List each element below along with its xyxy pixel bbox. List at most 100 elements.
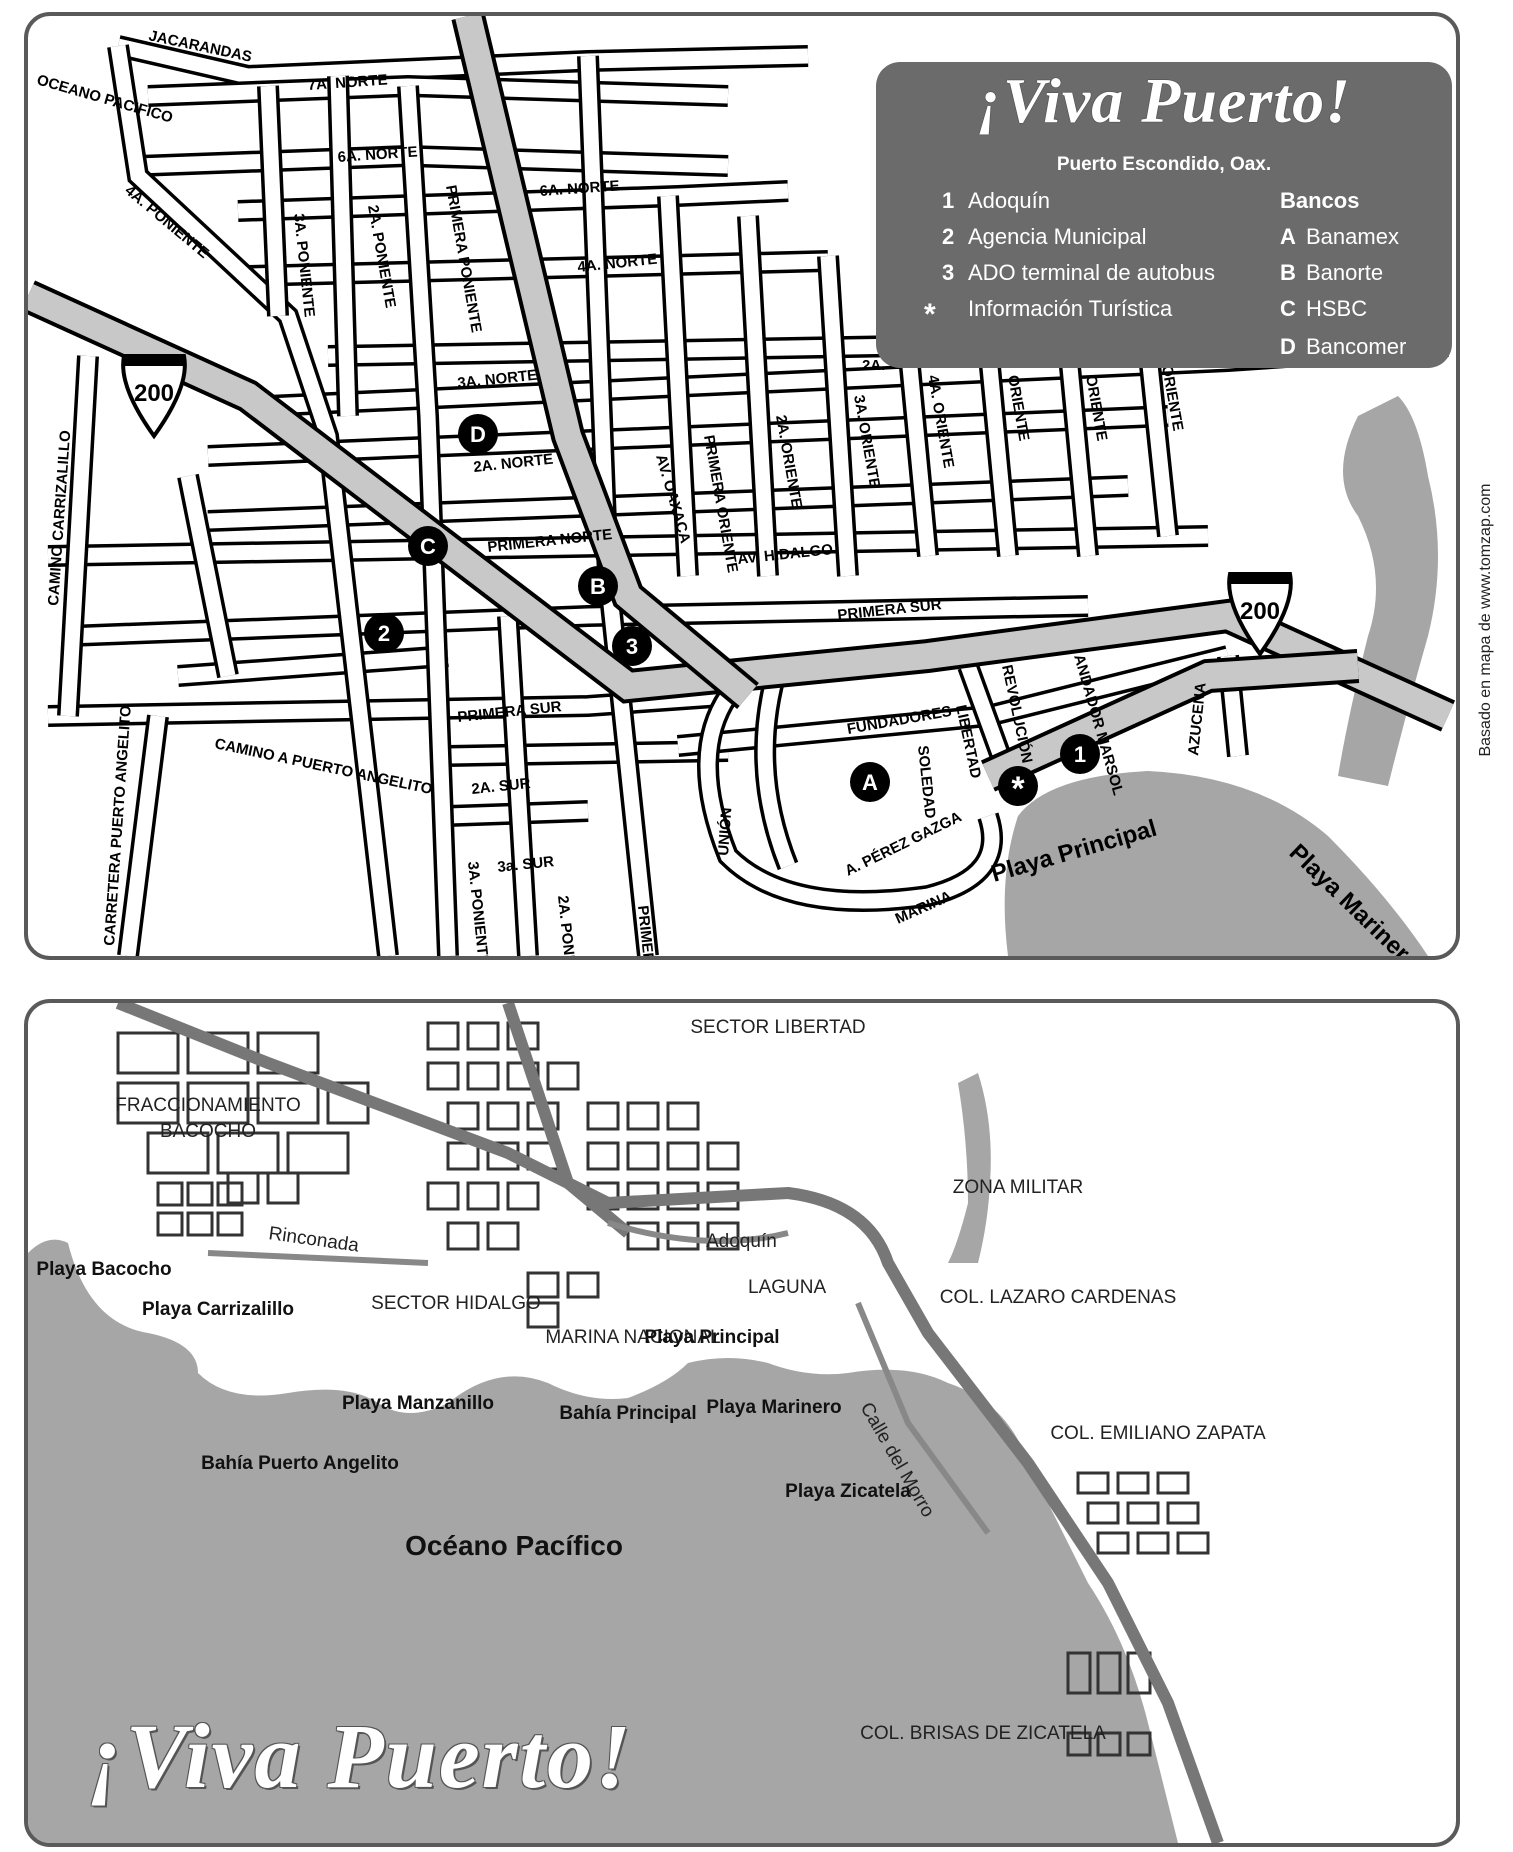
info-asterisk-icon: * <box>1011 770 1025 808</box>
street-label-6a-norte-west: 6A. NORTE <box>337 143 418 166</box>
marker-bank-d[interactable]: D <box>458 414 498 454</box>
playa-principal-water <box>1004 771 1428 956</box>
street-label-2a-poniente-south: 2A. PONIENTE <box>554 895 582 956</box>
area-map-svg: SECTOR LIBERTAD FRACCIONAMIENTO BACOCHO … <box>28 1003 1266 1843</box>
place-label-adoquin: Adoquín <box>706 1231 777 1252</box>
marker-agencia-municipal-2[interactable]: 2 <box>364 613 404 653</box>
street-label-6a-norte-east: 6A. NORTE <box>539 177 620 200</box>
street-label-2a-top: 2A. <box>862 357 885 374</box>
marker-label-2: 2 <box>378 621 390 646</box>
legend-subtitle: Puerto Escondido, Oax. <box>1056 154 1272 175</box>
colonia-blocks <box>1066 1471 1210 1757</box>
place-label-laguna: LAGUNA <box>748 1277 826 1298</box>
street-label-perez-gazga: A. PÉREZ GAZGA <box>842 808 964 879</box>
street-label-2a-sur: 2A. SUR <box>471 775 532 798</box>
place-label-fraccionamiento: FRACCIONAMIENTO <box>115 1095 300 1116</box>
legend-label: Información Turística <box>968 296 1173 321</box>
rinconada-road <box>207 1250 429 1266</box>
place-label-col-zapata: COL. EMILIANO ZAPATA <box>1050 1423 1266 1444</box>
laguna-water <box>948 1073 991 1263</box>
legend-label: Banorte <box>1306 260 1384 285</box>
adoquin-road <box>607 1220 789 1244</box>
place-label-sector-hidalgo: SECTOR HIDALGO <box>371 1293 541 1314</box>
street-label-7a-norte: 7A. NORTE <box>307 71 388 94</box>
legend-label: ADO terminal de autobus <box>968 260 1216 285</box>
street-label-soledad: SOLEDAD <box>914 745 939 820</box>
marker-label-3: 3 <box>626 634 638 659</box>
ocean-water <box>28 1239 1178 1843</box>
highway-number-west: 200 <box>134 380 174 407</box>
marker-label-a: A <box>862 770 878 795</box>
marker-bank-b[interactable]: B <box>578 566 618 606</box>
marker-info-tourist[interactable]: * <box>998 766 1038 808</box>
beach-label-bahia-angelito: Bahía Puerto Angelito <box>201 1453 399 1474</box>
place-label-marina-nacional: MARINA NACIONAL <box>545 1327 720 1348</box>
calle-del-morro-road <box>855 1301 991 1535</box>
marker-label-d: D <box>470 422 486 447</box>
highway-200-road <box>115 1003 1224 1843</box>
lagoon-water <box>1338 396 1438 786</box>
legend-key: C <box>1280 296 1296 321</box>
marker-adoquin-1[interactable]: 1 <box>1060 734 1100 774</box>
map-credit: Basado en mapa de www.tomzap.com <box>1477 483 1494 757</box>
marker-bank-a[interactable]: A <box>850 762 890 802</box>
legend-label: Banamex <box>1306 224 1399 249</box>
legend-bank-d: D Bancomer <box>1280 334 1406 360</box>
map-legend: ¡Viva Puerto! Puerto Escondido, Oax. 1 Ad… <box>876 62 1452 368</box>
legend-banks-heading: Bancos <box>1280 188 1360 213</box>
beach-label-bahia-principal: Bahía Principal <box>559 1403 696 1424</box>
highway-shield-icon: 200 <box>1227 572 1293 658</box>
marker-bank-c[interactable]: C <box>408 526 448 566</box>
street-label-3a-sur: 3a. SUR <box>497 853 555 876</box>
place-label-col-brisas: COL. BRISAS DE ZICATELA <box>860 1723 1106 1744</box>
city-street-map[interactable]: 200 200 JACARANDAS OCEANO PACIFICO 7A. N… <box>24 12 1460 960</box>
marker-ado-terminal-3[interactable]: 3 <box>612 626 652 666</box>
legend-label: HSBC <box>1306 296 1368 321</box>
street-label-union: UNIÓN <box>714 807 735 856</box>
street-label-primera-poniente-south: PRIMERA PONIENTE <box>634 905 667 956</box>
legend-item-info: * Información Turística <box>924 296 1172 332</box>
ocean-label: Océano Pacífico <box>405 1530 623 1561</box>
marker-label-1: 1 <box>1074 742 1086 767</box>
legend-key: 2 <box>942 224 955 249</box>
beach-label-marinero: Playa Marinero <box>706 1397 841 1418</box>
legend-label: Adoquín <box>968 188 1050 213</box>
legend-key: B <box>1280 260 1296 285</box>
place-label-rinconada: Rinconada <box>267 1223 360 1256</box>
neighborhood-blocks <box>116 1031 370 1237</box>
beach-label-zicatela: Playa Zicatela <box>785 1481 911 1502</box>
legend-item-adoquin: 1 Adoquín <box>942 188 1050 214</box>
street-label-3a-oriente: 3A. ORIENTE <box>850 394 883 490</box>
legend-label: Bancomer <box>1306 334 1407 359</box>
legend-item-agencia: 2 Agencia Municipal <box>942 224 1147 250</box>
av-oaxaca-road <box>502 1003 632 1238</box>
legend-key: 3 <box>942 260 955 285</box>
highway-number-east: 200 <box>1240 598 1280 625</box>
marker-label-c: C <box>420 534 436 559</box>
legend-label: Agencia Municipal <box>968 224 1147 249</box>
area-overview-map[interactable]: SECTOR LIBERTAD FRACCIONAMIENTO BACOCHO … <box>24 999 1460 1847</box>
highway-shield-icon: 200 <box>121 354 187 440</box>
beach-label-principal: Playa Principal <box>644 1327 779 1348</box>
city-grid-blocks <box>426 1021 740 1329</box>
legend-bank-c: C HSBC <box>1280 296 1367 322</box>
legend-bank-b: B Banorte <box>1280 260 1383 286</box>
legend-item-ado: 3 ADO terminal de autobus <box>942 260 1215 286</box>
marker-label-b: B <box>590 574 606 599</box>
street-label-2a-poniente: 2A. PONIENTE <box>364 204 399 310</box>
beach-label-carrizalillo: Playa Carrizalillo <box>142 1299 294 1320</box>
beach-label-manzanillo: Playa Manzanillo <box>342 1393 494 1414</box>
legend-key: D <box>1280 334 1296 359</box>
place-label-zona-militar: ZONA MILITAR <box>953 1177 1084 1198</box>
street-label-3a-poniente-south: 3A. PONIENTE <box>464 861 492 956</box>
legend-key: 1 <box>942 188 955 213</box>
bottom-map-title: ¡Viva Puerto! <box>88 1705 633 1807</box>
beach-label-bacocho: Playa Bacocho <box>36 1259 171 1280</box>
info-asterisk-icon: * <box>924 298 936 331</box>
place-label-col-lazaro: COL. LAZARO CARDENAS <box>940 1287 1177 1308</box>
street-label-camino-angelito: CAMINO A PUERTO ANGELITO <box>213 735 434 798</box>
place-label-bacocho: BACOCHO <box>160 1121 256 1142</box>
street-map-svg: 200 200 JACARANDAS OCEANO PACIFICO 7A. N… <box>28 16 1456 956</box>
legend-title: ¡Viva Puerto! <box>977 65 1351 136</box>
